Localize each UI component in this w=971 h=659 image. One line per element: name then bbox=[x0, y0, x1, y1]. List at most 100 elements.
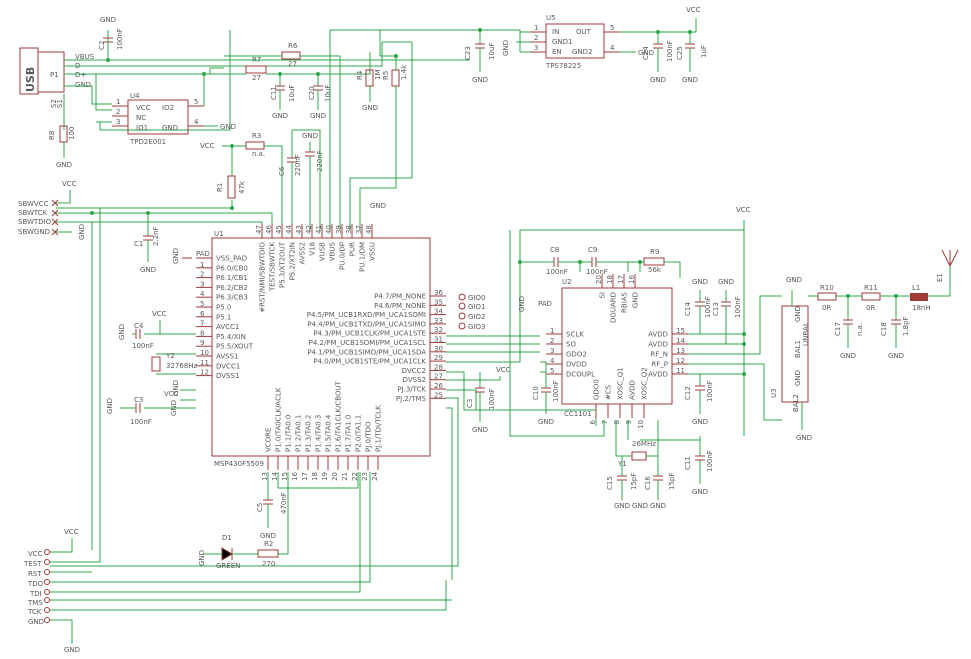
c11b: GND C11 100nF bbox=[684, 440, 714, 496]
gio1-label: GIO1 bbox=[468, 303, 485, 311]
r6-ref: R6 bbox=[288, 42, 298, 50]
c2-ref: C2 bbox=[98, 41, 106, 50]
y1: 26MHz Y1 bbox=[617, 440, 656, 468]
u5-num-4: 4 bbox=[610, 44, 615, 52]
r3-value: n.a. bbox=[252, 150, 265, 158]
pin-number: 31 bbox=[434, 336, 443, 344]
pin-name: P5.1 bbox=[216, 313, 231, 321]
pin-number: 36 bbox=[434, 289, 443, 297]
pin-name: P1.4/TA0.3 bbox=[315, 415, 323, 452]
r2-ref: R2 bbox=[264, 540, 273, 548]
u5-gnd-pin: GND bbox=[502, 40, 510, 56]
pin-name: SI bbox=[599, 292, 607, 299]
c11b-ref: C11 bbox=[684, 456, 692, 470]
pin-name: AVSS1 bbox=[216, 353, 238, 361]
pin-name: P4.0/PM_UCB1STE/PM_UCA1CLK bbox=[313, 358, 426, 366]
c24-ref: C24 bbox=[642, 46, 650, 60]
u1-body bbox=[211, 237, 431, 457]
pin-name: AVCC1 bbox=[216, 323, 239, 331]
u2-name: CC1101 bbox=[564, 410, 592, 418]
y2-value: 32768Hz bbox=[166, 362, 198, 370]
u4-num-3: 3 bbox=[116, 118, 120, 126]
c10-value: 100nF bbox=[552, 380, 560, 402]
r4-value: 1M bbox=[374, 70, 382, 81]
c3b: GND C3 100nF bbox=[466, 372, 496, 434]
pin-number: 43 bbox=[295, 225, 303, 234]
u1-dvcc2-vcc: VCC bbox=[496, 366, 511, 374]
c13-gnd: GND bbox=[718, 278, 734, 286]
c24-value: 100nF bbox=[666, 40, 674, 62]
pin-number: 23 bbox=[361, 472, 369, 481]
pin-number: 5 bbox=[200, 300, 204, 308]
c4-gnd: GND bbox=[118, 324, 126, 340]
pin-name: VCORE bbox=[265, 428, 273, 452]
r11-ref: R11 bbox=[864, 284, 878, 292]
pin-number: 1 bbox=[200, 261, 204, 269]
sbw-header: SBWVCC SBWTCK SBWTDIO SBWGND VCC bbox=[18, 180, 77, 236]
u4-gnd: GND bbox=[220, 123, 236, 131]
pin-number: 5 bbox=[550, 367, 554, 375]
gio3-label: GIO3 bbox=[468, 323, 485, 331]
pin-name: AVSS2 bbox=[299, 242, 307, 264]
pin-name: DCOUPL bbox=[566, 371, 595, 379]
u5-ref: U5 bbox=[546, 14, 556, 22]
pin-name: VUSB bbox=[319, 242, 327, 261]
c12-ref: C12 bbox=[684, 386, 692, 400]
balun-top-gnd: GND bbox=[786, 276, 802, 284]
c3b-ref: C3 bbox=[466, 399, 474, 408]
c8: C8 100nF bbox=[520, 246, 580, 276]
pin-name: P1.0/TA0CLK/ACLK bbox=[275, 387, 283, 452]
u4-num-4: 4 bbox=[194, 118, 199, 126]
pin-number: 29 bbox=[434, 354, 443, 362]
r11-value: 0R bbox=[866, 304, 875, 312]
u1-pad-gnd: GND bbox=[172, 248, 180, 264]
pin-name: PJ.3/TCK bbox=[397, 386, 426, 394]
r9-value: 56k bbox=[648, 266, 662, 274]
pin-number: 35 bbox=[434, 298, 443, 306]
jtag-gnd-label: GND bbox=[64, 646, 80, 654]
pin-number: 40 bbox=[325, 225, 333, 234]
r1: R1 47k bbox=[216, 175, 246, 199]
u1-name: MSP430F5509 bbox=[214, 460, 264, 468]
jtag-tms: TMS bbox=[27, 599, 43, 607]
jtag-header: VCC TEST RST TDO TDI TMS TCK GND VCC GND bbox=[23, 528, 80, 654]
r3-vcc: VCC bbox=[200, 142, 215, 150]
pin-number: 28 bbox=[434, 363, 443, 371]
c5-value: 470nF bbox=[280, 492, 288, 514]
pin-name: XOSC_Q2 bbox=[641, 367, 649, 400]
gio-labels: GIO0 GIO1 GIO2 GIO3 bbox=[458, 293, 485, 331]
c24-gnd: GND bbox=[650, 76, 666, 84]
balun-gnd2: GND bbox=[794, 370, 802, 386]
pin-number: 8 bbox=[613, 420, 621, 424]
r10-ref: R10 bbox=[820, 284, 834, 292]
antenna-e1: E1 bbox=[936, 249, 959, 282]
c17-value: n.a. bbox=[856, 323, 864, 336]
r3-ref: R3 bbox=[252, 132, 261, 140]
r1-ref: R1 bbox=[216, 183, 224, 192]
pin-name: #RST/NMI/SBWTDIO bbox=[259, 242, 267, 313]
c4-ref: C4 bbox=[134, 322, 144, 330]
pin-number: 6 bbox=[200, 310, 205, 318]
u4-num-1: 1 bbox=[116, 98, 120, 106]
c1-ref: C1 bbox=[134, 240, 143, 248]
c3b-gnd: GND bbox=[472, 426, 488, 434]
pin-name: P4.6/PM_NONE bbox=[374, 302, 426, 310]
pin-name: P1.5/TA0.4 bbox=[325, 414, 333, 452]
pin-name: PJ.0/TDO bbox=[365, 421, 373, 452]
c5: GND C5 470nF bbox=[256, 472, 288, 540]
pin-name: AVDD bbox=[648, 371, 668, 379]
pin-number: 3 bbox=[200, 280, 204, 288]
u1-top-pins: #RST/NMI/SBWTDIO47TEST/SBWTCK46P5.3/XT2O… bbox=[255, 224, 377, 313]
c14-value: 100nF bbox=[704, 296, 712, 318]
pin-number: 30 bbox=[434, 345, 443, 353]
r9: R9 56k bbox=[643, 248, 665, 274]
balun-body bbox=[781, 305, 809, 403]
pin-name: DVDD bbox=[566, 361, 587, 369]
pin-name: P4.2/PM_UCB1SOMI/PM_UCA1SCL bbox=[309, 339, 427, 347]
u5-pin-en: EN bbox=[552, 48, 562, 56]
c11b-value: 100nF bbox=[706, 450, 714, 472]
balun-bal1: BAL1 bbox=[794, 340, 802, 358]
c25-gnd: GND bbox=[682, 76, 698, 84]
